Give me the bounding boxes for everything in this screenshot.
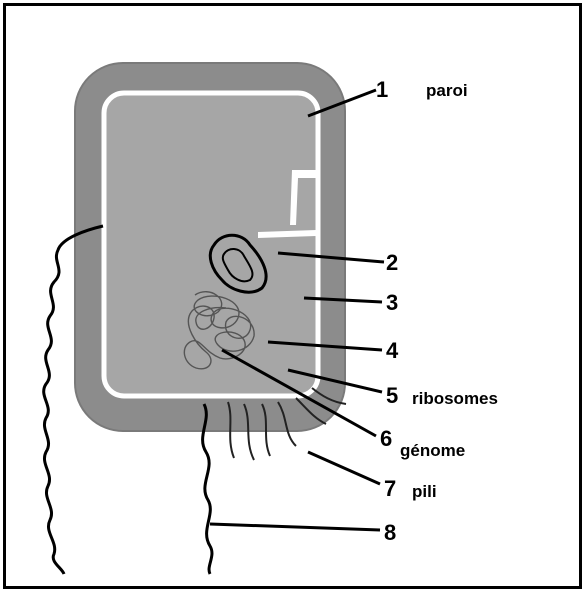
callout-number-8: 8: [384, 520, 396, 545]
callout-number-5: 5: [386, 383, 398, 408]
callout-number-4: 4: [386, 338, 399, 363]
callout-number-7: 7: [384, 476, 396, 501]
callout-label-ribosomes: ribosomes: [412, 389, 498, 408]
leader-line-8: [210, 524, 380, 530]
leader-line-7: [308, 452, 380, 484]
cytoplasm: [108, 97, 314, 392]
callout-number-2: 2: [386, 250, 398, 275]
callout-label-paroi: paroi: [426, 81, 468, 100]
callout-number-3: 3: [386, 290, 398, 315]
callout-number-6: 6: [380, 426, 392, 451]
callout-number-1: 1: [376, 77, 388, 102]
callout-label-genome: génome: [400, 441, 465, 460]
callout-label-pili: pili: [412, 482, 437, 501]
